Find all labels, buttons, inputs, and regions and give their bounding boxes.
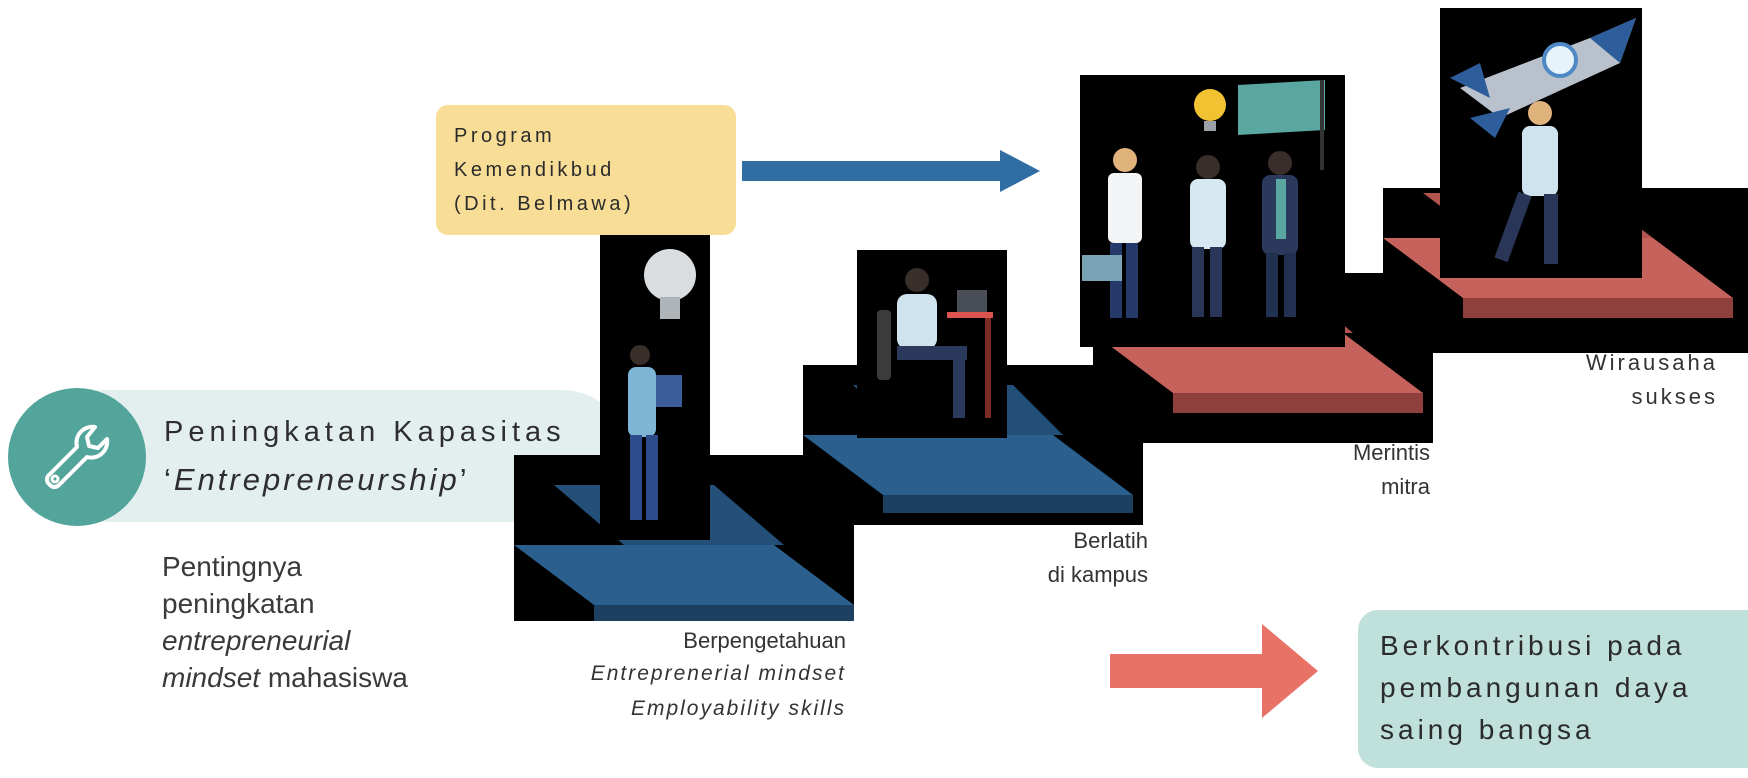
step-1-figure-panel (600, 235, 710, 540)
step-3-label-1: Merintis (1352, 440, 1430, 465)
step-4-label-1: Wirausaha (1585, 350, 1718, 375)
importance-mahasiswa: mahasiswa (260, 662, 408, 693)
entrepreneurship-term: Entrepreneurship (173, 462, 460, 497)
step-4-label-2: sukses (1631, 384, 1718, 409)
step-2-figure-panel (857, 250, 1007, 438)
salmon-arrow (1110, 624, 1318, 718)
contribution-line-2: pembangunan daya (1380, 672, 1692, 703)
importance-text: Pentingnya peningkatan entrepreneurial m… (162, 548, 482, 696)
contribution-line-3: saing bangsa (1380, 714, 1595, 745)
importance-line-2: peningkatan (162, 588, 315, 619)
importance-line-1: Pentingnya (162, 551, 303, 582)
blue-arrow (742, 150, 1040, 192)
contribution-line-1: Berkontribusi pada (1380, 630, 1686, 661)
capacity-term: ‘Entrepreneurship’ (164, 462, 470, 498)
step-2-label-2: di kampus (1047, 562, 1148, 587)
step-2-label-1: Berlatih (1073, 528, 1148, 553)
quote-close: ’ (459, 462, 470, 497)
program-line-1: Program (454, 125, 556, 147)
wrench-icon (45, 424, 110, 489)
step-1-label-2: Entreprenerial mindset (590, 662, 846, 685)
step-1-label-3: Employability skills (630, 697, 846, 720)
program-line-3: (Dit. Belmawa) (454, 193, 635, 215)
importance-line-3: entrepreneurial (162, 625, 351, 656)
program-box: Program Kemendikbud (Dit. Belmawa) (436, 105, 736, 235)
person-with-bulb-icon (628, 249, 696, 520)
step-3-label-2: mitra (1381, 474, 1430, 499)
program-line-2: Kemendikbud (454, 159, 615, 181)
quote-open: ‘ (164, 462, 174, 497)
importance-mindset: mindset (162, 662, 261, 693)
capacity-title: Peningkatan Kapasitas (164, 416, 566, 448)
team-with-flag-icon (1082, 80, 1325, 318)
step-1-label-1: Berpengetahuan (683, 628, 846, 653)
wrench-badge (8, 388, 146, 526)
contribution-box: Berkontribusi pada pembangunan daya sain… (1358, 610, 1748, 768)
person-with-rocket-icon (1450, 18, 1636, 264)
importance-line-4: mindset mahasiswa (162, 659, 482, 696)
step-3-figure-panel (1080, 75, 1345, 347)
step-4-figure-panel (1440, 8, 1642, 278)
person-at-laptop-icon (877, 268, 993, 418)
